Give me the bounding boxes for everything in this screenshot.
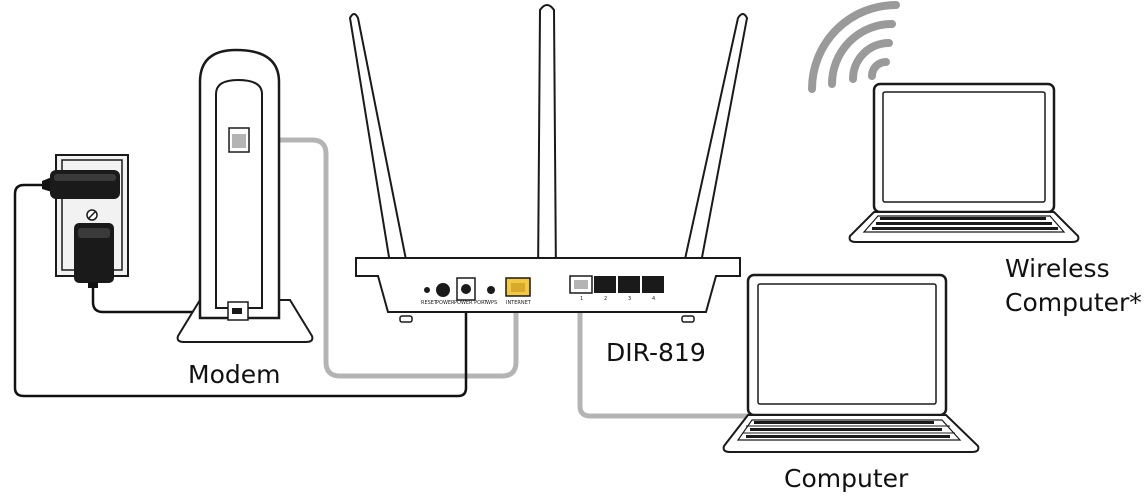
- router-power-button: [436, 283, 450, 297]
- router-reset-button: [424, 287, 430, 293]
- router-power-cable: [13, 183, 468, 398]
- router-to-computer-ethernet-cable: [577, 292, 772, 419]
- wired-computer-laptop: [722, 273, 980, 453]
- router-port-label-lan2: 2: [604, 296, 607, 302]
- router: RESET POWER POWER PORT WPS INTERNET 1 2 …: [348, 4, 749, 323]
- wifi-signal-icon: [808, 1, 900, 93]
- router-lan-port-3: [618, 276, 640, 293]
- router-port-label-reset: RESET: [421, 300, 438, 306]
- router-port-label-wps: WPS: [486, 300, 497, 306]
- router-port-label-lan4: 4: [652, 296, 655, 302]
- router-antenna-left: [348, 13, 416, 301]
- modem-power-cable: [91, 282, 238, 314]
- router-port-label-internet: INTERNET: [506, 300, 532, 306]
- power-adapter-icon: [42, 170, 120, 199]
- router-wps-button: [487, 286, 495, 294]
- wireless-computer-laptop: [848, 82, 1080, 243]
- router-port-label-lan1: 1: [580, 296, 583, 302]
- router-port-label-power: POWER: [436, 300, 455, 306]
- modem-label: Modem: [188, 360, 281, 389]
- wireless-computer-label-line2: Computer*: [1005, 288, 1142, 317]
- modem: [176, 48, 314, 343]
- router-lan-port-4: [642, 276, 664, 293]
- modem-power-adapter-icon: [74, 223, 114, 288]
- router-port-label-power-port: POWER PORT: [454, 300, 488, 306]
- wireless-computer-label-line1: Wireless: [1005, 254, 1110, 283]
- modem-to-router-ethernet-cable: [247, 137, 519, 379]
- router-lan-port-2: [594, 276, 616, 293]
- router-model-label: DIR-819: [606, 338, 706, 367]
- computer-label: Computer: [784, 464, 909, 493]
- router-antenna-right: [674, 13, 749, 301]
- router-port-label-lan3: 3: [628, 296, 631, 302]
- router-antenna-center: [536, 4, 558, 281]
